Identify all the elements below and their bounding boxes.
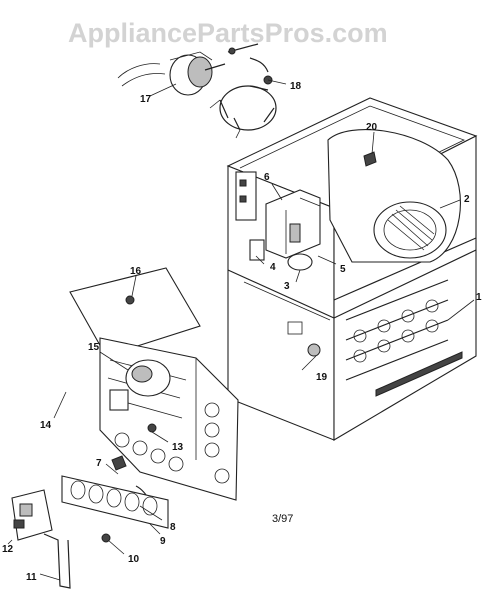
control-transformer xyxy=(265,189,321,259)
rollout-switch xyxy=(147,423,157,433)
gas-valve xyxy=(11,489,53,541)
capacitor xyxy=(287,253,313,271)
blower-motor xyxy=(117,51,226,96)
burner-box xyxy=(99,337,239,501)
pressure-switch xyxy=(109,389,129,411)
callout-19: 19 xyxy=(316,372,328,383)
callout-6: 6 xyxy=(264,172,270,183)
control-board xyxy=(235,171,257,221)
burners xyxy=(61,475,169,529)
callout-9: 9 xyxy=(160,536,166,547)
burner-cover-panel xyxy=(69,267,201,357)
heat-exchanger xyxy=(287,279,463,397)
door-switch xyxy=(249,239,265,261)
gas-pipe xyxy=(43,533,71,589)
callout-15: 15 xyxy=(88,342,100,353)
callout-13: 13 xyxy=(172,442,184,453)
callout-11: 11 xyxy=(26,572,37,583)
callout-18: 18 xyxy=(290,81,302,92)
callout-4: 4 xyxy=(270,262,276,273)
callout-2: 2 xyxy=(464,194,470,205)
date-code: 3/97 xyxy=(272,513,293,525)
callout-20: 20 xyxy=(366,122,378,133)
callout-3: 3 xyxy=(284,281,290,292)
callout-10: 10 xyxy=(128,554,140,565)
callout-7: 7 xyxy=(96,458,102,469)
leader-lines xyxy=(7,79,475,581)
callout-5: 5 xyxy=(340,264,346,275)
blower-housing xyxy=(327,129,461,263)
blower-clip xyxy=(363,151,377,167)
callout-17: 17 xyxy=(140,94,152,105)
callout-12: 12 xyxy=(2,544,14,555)
motor-mount-bracket xyxy=(209,43,277,139)
inducer-motor xyxy=(125,359,171,397)
callout-1: 1 xyxy=(476,292,482,303)
callout-8: 8 xyxy=(170,522,176,533)
callout-14: 14 xyxy=(40,420,52,431)
callout-16: 16 xyxy=(130,266,142,277)
flame-sensor xyxy=(111,455,127,471)
watermark-text: AppliancePartsPros.com xyxy=(68,18,388,48)
